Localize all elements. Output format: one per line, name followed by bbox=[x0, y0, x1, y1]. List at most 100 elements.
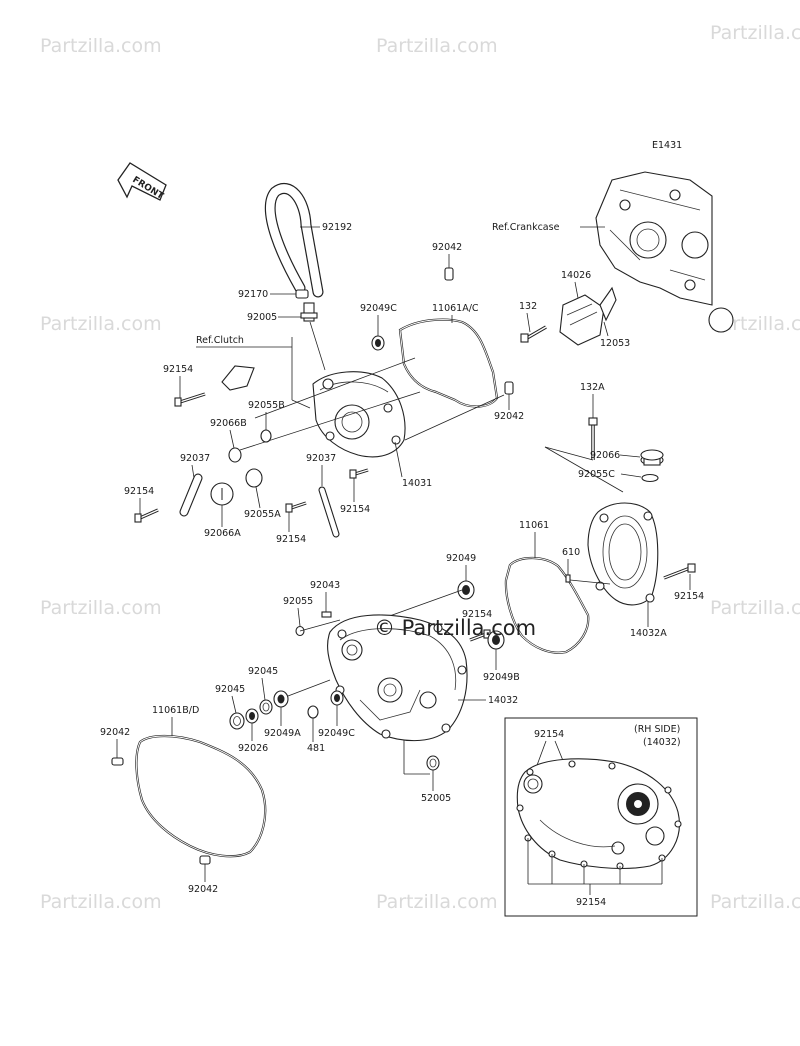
gasket-11061 bbox=[504, 556, 590, 654]
label-92037-b: 92037 bbox=[306, 453, 336, 464]
label-92045-a: 92045 bbox=[215, 684, 245, 695]
label-92066: 92066 bbox=[590, 450, 620, 461]
inset-title: (RH SIDE) bbox=[634, 724, 680, 735]
bolt-132 bbox=[520, 325, 547, 343]
cap-92066 bbox=[640, 449, 664, 466]
label-52005: 52005 bbox=[421, 793, 451, 804]
watermarks: Partzilla.com Partzilla.com Partzilla.co… bbox=[40, 22, 800, 913]
seal-92049c-mid bbox=[330, 690, 344, 706]
label-92049b: 92049B bbox=[483, 672, 520, 683]
label-11061: 11061 bbox=[519, 520, 549, 531]
label-11061ac: 11061A/C bbox=[432, 303, 479, 314]
dowel-92042-right bbox=[504, 381, 514, 395]
label-92005: 92005 bbox=[247, 312, 277, 323]
label-92026: 92026 bbox=[238, 743, 268, 754]
label-14032a: 14032A bbox=[630, 628, 667, 639]
watermark: Partzilla.com bbox=[40, 35, 162, 57]
seal-92049a bbox=[273, 690, 289, 708]
inset-rh-side: (RH SIDE) (14032) 92154 92154 bbox=[504, 717, 698, 917]
watermark: Partzilla.com bbox=[40, 597, 162, 619]
label-92042-left: 92042 bbox=[100, 727, 130, 738]
crankcase-ref bbox=[595, 171, 734, 333]
bracket-14026 bbox=[559, 286, 617, 346]
pipe-92037-right bbox=[318, 486, 340, 538]
label-92154-inset-top: 92154 bbox=[534, 729, 564, 740]
dowel-92042-left bbox=[111, 757, 124, 766]
pin-92043 bbox=[321, 611, 332, 618]
pin-610 bbox=[565, 574, 571, 583]
label-92049c-mid: 92049C bbox=[318, 728, 355, 739]
label-92154-e: 92154 bbox=[674, 591, 704, 602]
watermark: Partzilla.com bbox=[710, 22, 800, 44]
label-92049c-top: 92049C bbox=[360, 303, 397, 314]
watermark: Partzilla.com bbox=[710, 597, 800, 619]
label-92066a: 92066A bbox=[204, 528, 241, 539]
clutch-cover-14031 bbox=[312, 371, 406, 458]
watermark: Partzilla.com bbox=[376, 35, 498, 57]
seal-92045-b bbox=[259, 699, 273, 715]
bolt-92154-left bbox=[134, 508, 159, 523]
inset-subtitle: (14032) bbox=[643, 737, 681, 748]
seal-92045-a bbox=[229, 712, 245, 730]
oring-92055b bbox=[260, 429, 272, 443]
bolt-92154-mid bbox=[349, 468, 369, 479]
label-92192: 92192 bbox=[322, 222, 352, 233]
seal-92049c bbox=[371, 335, 385, 351]
label-132: 132 bbox=[519, 301, 537, 312]
label-92045-b: 92045 bbox=[248, 666, 278, 677]
label-92055a: 92055A bbox=[244, 509, 281, 520]
label-92049: 92049 bbox=[446, 553, 476, 564]
label-92037-a: 92037 bbox=[180, 453, 210, 464]
dowel-92042-bottom bbox=[199, 855, 211, 865]
label-481: 481 bbox=[307, 743, 325, 754]
watermark: Partzilla.com bbox=[376, 891, 498, 913]
label-11061bd: 11061B/D bbox=[152, 705, 199, 716]
label-92154-a: 92154 bbox=[163, 364, 193, 375]
plug-92066b bbox=[228, 447, 242, 463]
clutch-ref-part bbox=[221, 365, 255, 391]
label-14031: 14031 bbox=[402, 478, 432, 489]
bolt-92154-right bbox=[663, 563, 696, 580]
label-92043: 92043 bbox=[310, 580, 340, 591]
label-610: 610 bbox=[562, 547, 580, 558]
clamp-92170 bbox=[295, 289, 309, 299]
crankcase-cover-14032 bbox=[327, 614, 468, 742]
label-92170: 92170 bbox=[238, 289, 268, 300]
pipe-92037 bbox=[179, 473, 203, 517]
label-92154-inset-bottom: 92154 bbox=[576, 897, 606, 908]
oring-92055c bbox=[641, 473, 659, 483]
watermark: Partzilla.com bbox=[40, 891, 162, 913]
oring-92055a bbox=[245, 468, 263, 488]
label-92055b: 92055B bbox=[248, 400, 285, 411]
label-92154-f: 92154 bbox=[462, 609, 492, 620]
seal-92026 bbox=[245, 708, 259, 724]
front-arrow-icon: FRONT bbox=[117, 162, 167, 202]
label-92154-d: 92154 bbox=[276, 534, 306, 545]
ref-clutch-label: Ref.Clutch bbox=[196, 335, 244, 346]
diagram-code: E1431 bbox=[652, 140, 682, 151]
watermark: Partzilla.com bbox=[710, 891, 800, 913]
bolt-92154-lower bbox=[285, 501, 307, 513]
label-92049a: 92049A bbox=[264, 728, 301, 739]
label-132a: 132A bbox=[580, 382, 605, 393]
center-watermark: © Partzilla.com bbox=[374, 616, 536, 640]
cap-52005 bbox=[426, 755, 440, 771]
seal-92049 bbox=[457, 580, 475, 600]
label-92055: 92055 bbox=[283, 596, 313, 607]
fitting-92005 bbox=[300, 302, 318, 322]
circlip-481 bbox=[307, 705, 319, 719]
breather-hose bbox=[264, 183, 324, 298]
ref-crankcase-label: Ref.Crankcase bbox=[492, 222, 560, 233]
label-92042-right: 92042 bbox=[494, 411, 524, 422]
label-92042-bottom: 92042 bbox=[188, 884, 218, 895]
dowel-92042 bbox=[444, 267, 454, 281]
label-14032: 14032 bbox=[488, 695, 518, 706]
plug-92066a bbox=[210, 482, 234, 506]
label-92042-top: 92042 bbox=[432, 242, 462, 253]
label-92154-c: 92154 bbox=[340, 504, 370, 515]
label-12053: 12053 bbox=[600, 338, 630, 349]
label-92154-b: 92154 bbox=[124, 486, 154, 497]
gasket-11061bd bbox=[135, 734, 267, 858]
